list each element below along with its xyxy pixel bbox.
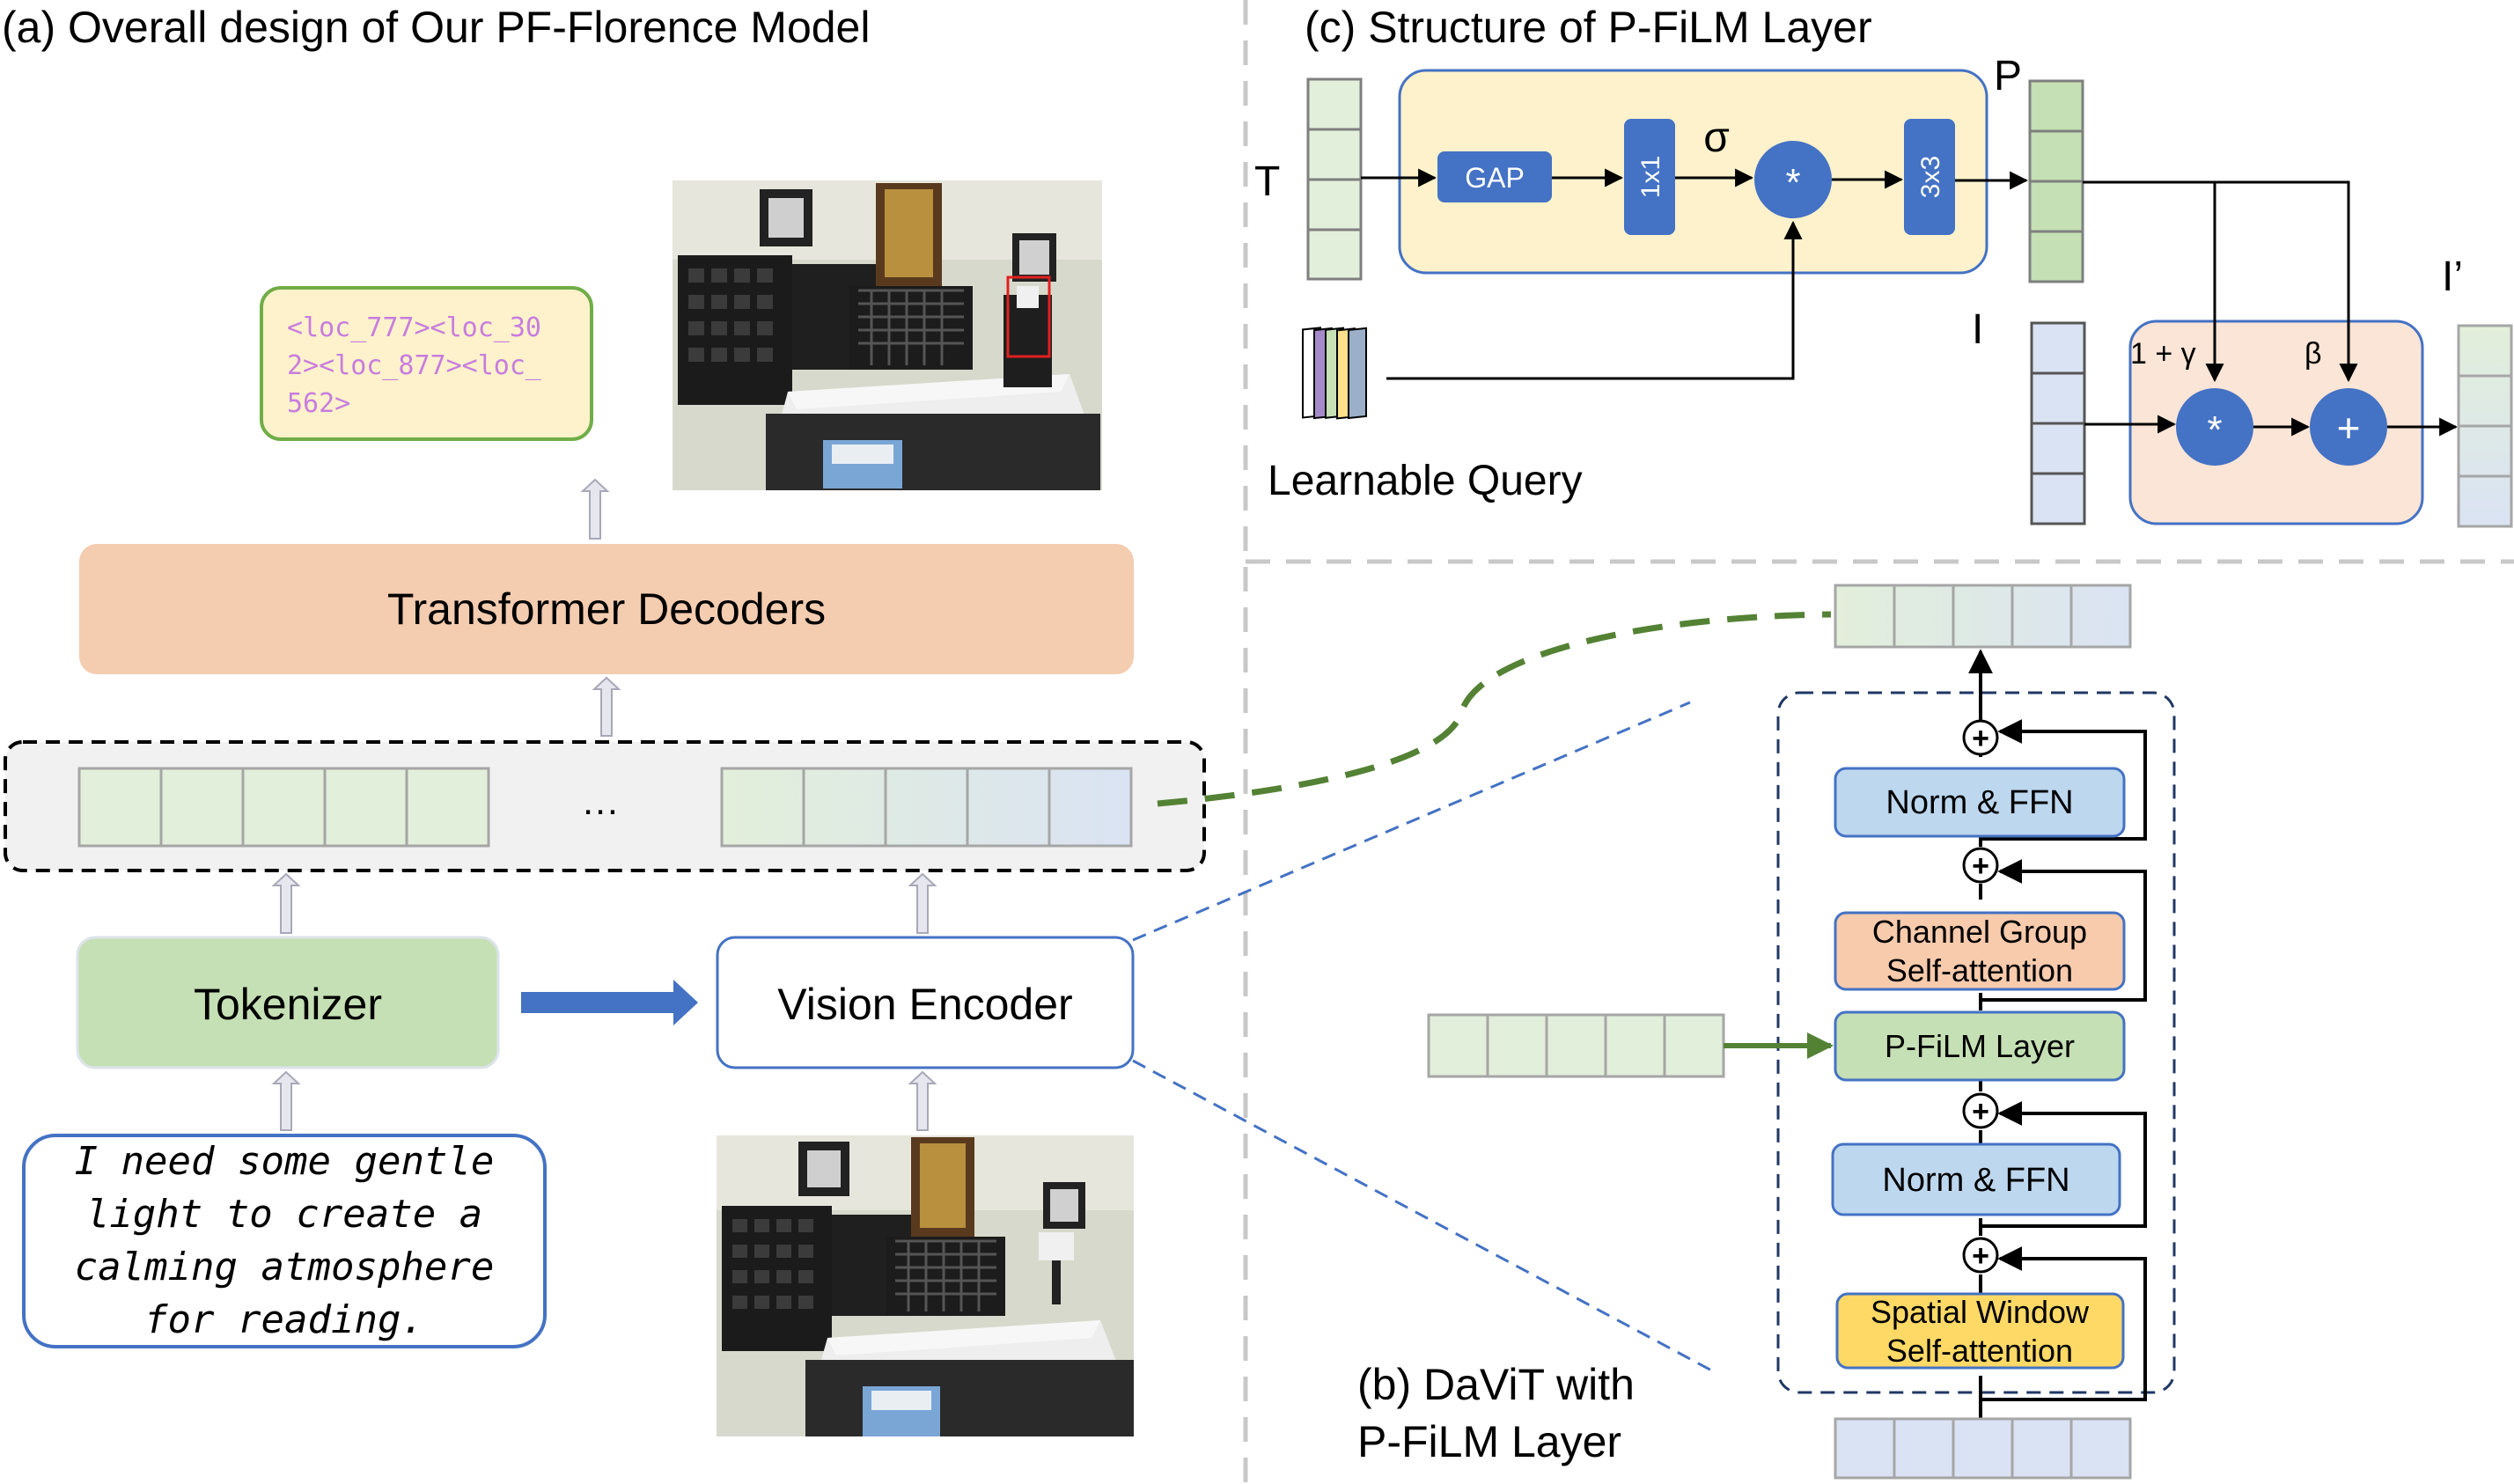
- arrow-tokenizer-to-encoder: [521, 980, 698, 1025]
- norm-ffn-bottom-label: Norm & FFN: [1882, 1162, 2069, 1199]
- output-tokens-line-2: 2><loc_877><loc_: [287, 350, 542, 381]
- output-i-prime-label: I’: [2442, 253, 2463, 300]
- conv1x1-box: [1624, 119, 1675, 235]
- davit-input-tokens: [1834, 1417, 2132, 1480]
- norm-ffn-bottom-box: [1831, 1142, 2121, 1216]
- spatial-attention-box: [1835, 1292, 2125, 1370]
- query-tokens-row: [1427, 1013, 1725, 1078]
- pfilm-layer-box: [1834, 1010, 2126, 1082]
- panel-a-title: (a) Overall design of Our PF-Florence Mo…: [2, 3, 870, 52]
- text-tokens: [77, 767, 490, 848]
- tokenizer-box: [76, 936, 500, 1069]
- arrow-tokens-to-decoder: [592, 676, 621, 737]
- sigma-label: σ: [1703, 114, 1730, 161]
- davit-block-container: [1776, 691, 2176, 1394]
- spatial-attention-line-2: Self-attention: [1886, 1333, 2073, 1369]
- learnable-query-icon: [1302, 327, 1367, 420]
- channel-attention-line-2: Self-attention: [1886, 952, 2073, 988]
- vision-encoder-label: Vision Encoder: [777, 980, 1072, 1029]
- svg-text:+: +: [1972, 1095, 1989, 1128]
- residual-add-node-1: +: [1962, 1237, 1999, 1274]
- t-token-column: [1306, 77, 1363, 281]
- pfilm-layer-label: P-FiLM Layer: [1885, 1028, 2075, 1064]
- conv3x3-box: [1904, 119, 1955, 235]
- panel-b-title-line-1: (b) DaViT with: [1357, 1360, 1635, 1409]
- svg-text:+: +: [1972, 849, 1989, 883]
- panel-b-title-line-2: P-FiLM Layer: [1357, 1417, 1621, 1466]
- residual-add-node-4: +: [1962, 719, 1999, 756]
- prompt-line-4: for reading.: [144, 1297, 424, 1342]
- multiply-node: [1754, 141, 1832, 218]
- arrow-prompt-up: [271, 1070, 301, 1131]
- transformer-decoders-box: [79, 544, 1134, 674]
- arrow-image-up: [908, 1070, 937, 1131]
- arrow-decoder-to-output: [580, 478, 610, 540]
- connector-lines: [1132, 611, 1832, 1375]
- channel-attention-line-1: Channel Group: [1872, 914, 2087, 950]
- output-tokens-line-1: <loc_777><loc_30: [287, 312, 541, 343]
- gamma-label: 1 + γ: [2130, 337, 2196, 371]
- learnable-query-label: Learnable Query: [1268, 458, 1583, 504]
- bounding-box: [1006, 275, 1051, 358]
- blue-dashed-connector-top: [1132, 701, 1691, 942]
- panel-c-title: (c) Structure of P-FiLM Layer: [1305, 3, 1872, 52]
- film-add-node: [2310, 388, 2387, 466]
- prompt-line-3: calming atmosphere: [75, 1245, 495, 1289]
- output-tokens-line-3: 562>: [287, 388, 350, 419]
- arrow-encoder-up: [908, 872, 937, 934]
- panel-b: + + + + Norm & FFN Channel Group Self-at…: [1357, 584, 2176, 1480]
- residual-add-node-2: +: [1962, 1092, 1999, 1129]
- prompt-line-2: light to create a: [86, 1192, 482, 1237]
- i-prime-token-column: [2457, 324, 2513, 528]
- davit-output-tokens: [1834, 584, 2132, 649]
- multiply-symbol: *: [1785, 161, 1800, 204]
- conv1x1-label: 1x1: [1636, 156, 1665, 198]
- spatial-attention-line-1: Spatial Window: [1871, 1294, 2090, 1330]
- panel-a: (a) Overall design of Our PF-Florence Mo…: [2, 3, 1206, 1436]
- gap-box: [1437, 151, 1552, 202]
- i-token-column: [2030, 321, 2086, 525]
- prompt-bubble: [22, 1134, 547, 1348]
- film-add-symbol: +: [2337, 405, 2361, 451]
- conv3x3-label: 3x3: [1916, 156, 1945, 198]
- green-dashed-connector: [1157, 611, 1832, 807]
- blue-dashed-connector-bottom: [1132, 1059, 1717, 1375]
- ellipsis: …: [581, 780, 620, 823]
- norm-ffn-top-label: Norm & FFN: [1886, 784, 2073, 821]
- vision-tokens: [720, 767, 1133, 848]
- beta-label: β: [2304, 337, 2322, 371]
- input-i-label: I: [1972, 306, 1983, 353]
- film-multiply-node: [2176, 388, 2253, 466]
- bedroom-photo-input: [717, 1135, 1134, 1436]
- output-p-label: P: [1994, 53, 2022, 99]
- tokenizer-label: Tokenizer: [194, 980, 382, 1029]
- norm-ffn-top-box: [1834, 767, 2126, 838]
- output-tokens-box: [260, 286, 593, 441]
- gap-label: GAP: [1465, 162, 1525, 194]
- svg-text:+: +: [1972, 722, 1989, 755]
- prompt-line-1: I need some gentle: [75, 1139, 495, 1184]
- transformer-decoders-label: Transformer Decoders: [387, 584, 826, 634]
- film-yellow-container: [1398, 69, 1988, 275]
- channel-attention-box: [1834, 911, 2126, 991]
- arrow-tokenizer-up: [271, 872, 301, 934]
- p-token-column: [2028, 79, 2084, 283]
- input-t-label: T: [1254, 158, 1280, 205]
- film-multiply-symbol: *: [2207, 408, 2222, 452]
- vision-encoder-box: [716, 936, 1135, 1069]
- residual-add-node-3: +: [1962, 847, 1999, 884]
- panel-c: (c) Structure of P-FiLM Layer T GAP 1x1 …: [1254, 3, 2513, 528]
- svg-text:+: +: [1972, 1239, 1989, 1273]
- bedroom-photo-output: [673, 180, 1102, 490]
- panel-dividers: [1243, 0, 2514, 1484]
